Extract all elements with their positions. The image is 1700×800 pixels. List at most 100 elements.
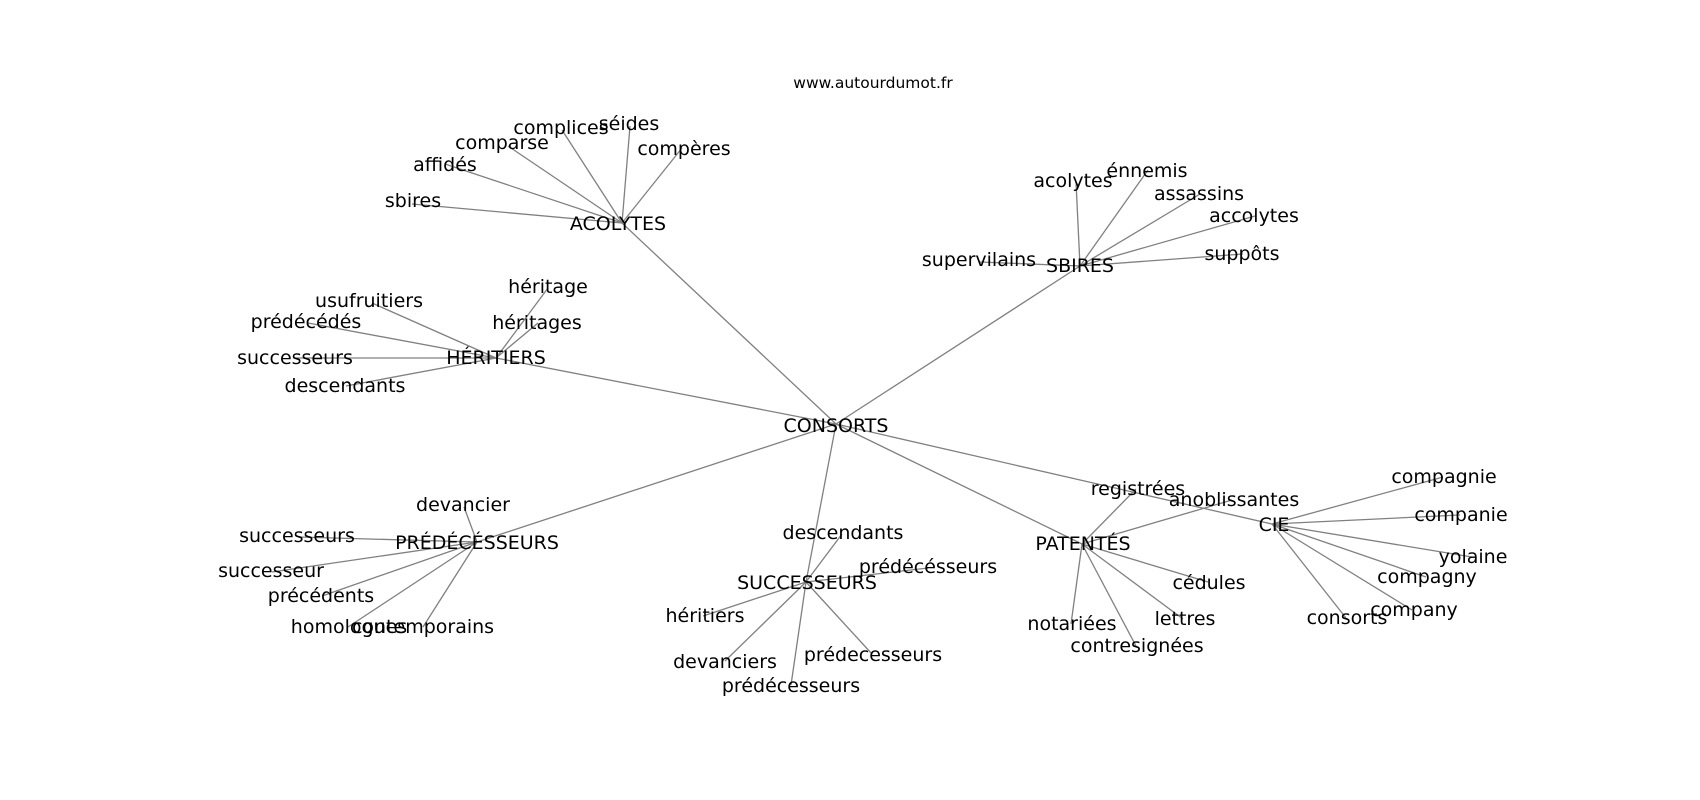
edge-successeurs-heritiers — [702, 581, 807, 617]
edge-sbires-ennemis — [1079, 169, 1149, 267]
hub-heritiers: HÉRITIERS — [446, 346, 546, 369]
edge-acolytes-comperes — [621, 147, 683, 224]
edge-cie-compagnie — [1271, 476, 1444, 525]
hub-patentes: PATENTÉS — [1035, 532, 1130, 555]
edge-sbires-accolytes — [1079, 215, 1256, 267]
edge-root-cie — [835, 423, 1273, 525]
edge-heritiers-descendants — [345, 357, 497, 387]
leaf-registrees: registrées — [1091, 478, 1185, 500]
leaf-successeur: successeur — [218, 560, 324, 582]
hub-predecesseurs: PRÉDÉCÉSSEURS — [395, 531, 559, 554]
leaf-usufruitiers: usufruitiers — [315, 290, 423, 312]
leaf-seides: séides — [599, 113, 660, 135]
leaf-company: company — [1370, 599, 1458, 621]
edge-predecesseurs-precedents — [321, 541, 478, 597]
leaf-predecesseurs-s3: prédécesseurs — [722, 675, 860, 697]
edge-patentes-notariees — [1070, 543, 1083, 625]
edge-cie-company — [1271, 523, 1413, 611]
edge-successeurs-devanciers — [724, 581, 807, 662]
edge-patentes-registrees — [1081, 488, 1137, 545]
leaf-devancier: devancier — [416, 494, 510, 516]
leaf-yolaine: yolaine — [1439, 546, 1508, 568]
edge-acolytes-affides — [444, 163, 623, 224]
leaf-notariees: notariées — [1027, 613, 1116, 635]
leaf-accolytes: accolytes — [1209, 205, 1299, 227]
edge-successeurs-descendants — [805, 533, 843, 583]
leaf-precedents: précédents — [268, 585, 374, 607]
edge-successeurs-predecesseurs-1 — [805, 567, 929, 583]
edge-sbires-supervilains — [979, 261, 1081, 267]
leaf-successeurs-p: successeurs — [239, 525, 355, 547]
hub-cie: CIE — [1259, 514, 1290, 536]
hub-sbires: SBIRES — [1046, 255, 1114, 277]
edge-root-heritiers — [495, 357, 837, 425]
leaf-contemporains: contemporains — [352, 616, 494, 638]
leaf-compagny: compagny — [1377, 566, 1477, 588]
leaf-heritage: héritage — [508, 276, 588, 298]
edge-heritiers-usufruitiers — [371, 302, 497, 359]
leaf-lettres: lettres — [1155, 608, 1216, 630]
edge-patentes-cedules — [1081, 543, 1209, 583]
edge-patentes-lettres — [1081, 543, 1184, 620]
leaf-consorts: consorts — [1307, 607, 1388, 629]
leaf-complices: complices — [513, 117, 608, 139]
leaf-heritages: héritages — [492, 312, 582, 334]
edge-sbires-assassins — [1079, 193, 1201, 267]
leaf-affides: affidés — [413, 154, 477, 176]
leaf-companie: companie — [1414, 504, 1507, 526]
leaf-contresignees: contresignées — [1070, 635, 1203, 657]
edge-root-predecesseurs — [476, 423, 837, 543]
edge-heritiers-predecedes — [307, 322, 497, 359]
edge-cie-companie — [1271, 514, 1461, 525]
edge-cie-compagny — [1271, 523, 1427, 578]
edge-root-acolytes — [621, 222, 837, 425]
leaf-descendants-s: descendants — [783, 522, 904, 544]
leaf-predecesseurs-s2: prédecesseurs — [804, 644, 942, 666]
watermark: www.autourdumot.fr — [793, 74, 953, 92]
edges — [271, 125, 1473, 686]
edge-cie-yolaine — [1271, 523, 1473, 558]
root-node: CONSORTS — [784, 415, 889, 437]
edge-predecesseurs-homologues — [347, 541, 478, 628]
leaf-homologues: homologues — [291, 616, 407, 638]
leaf-ennemis: énnemis — [1106, 160, 1187, 182]
leaf-predecedes: prédécédés — [251, 311, 362, 333]
leaf-comperes: compères — [637, 138, 730, 160]
leaf-sbires: sbires — [385, 190, 441, 212]
leaf-suppots: suppôts — [1204, 243, 1279, 265]
leaf-predecesseurs-s1: prédécésseurs — [859, 556, 997, 578]
edge-successeurs-predecesseurs-2 — [805, 581, 873, 655]
leaf-compagnie: compagnie — [1391, 466, 1496, 488]
leaf-comparse: comparse — [455, 132, 549, 154]
edge-predecesseurs-successeurs — [297, 536, 478, 543]
edge-sbires-acolytes — [1075, 181, 1081, 267]
leaf-devanciers: devanciers — [673, 651, 777, 673]
edge-predecesseurs-devancier — [463, 506, 478, 543]
edge-predecesseurs-successeur — [271, 541, 478, 573]
edge-root-patentes — [835, 423, 1083, 545]
hub-acolytes: ACOLYTES — [570, 213, 666, 235]
leaf-supervilains: supervilains — [922, 249, 1036, 271]
edge-heritiers-heritages — [495, 322, 539, 359]
edge-patentes-anoblissantes — [1081, 499, 1233, 545]
edge-predecesseurs-contemporains — [422, 541, 478, 628]
edge-patentes-contresignees — [1081, 543, 1137, 647]
edge-acolytes-seides — [621, 125, 631, 224]
leaf-heritiers-s: héritiers — [666, 605, 745, 627]
leaf-cedules: cédules — [1172, 572, 1245, 594]
leaf-acolytes: acolytes — [1033, 170, 1112, 192]
edge-root-sbires — [835, 265, 1081, 425]
edge-root-successeurs — [805, 423, 837, 583]
leaf-successeurs-h: successeurs — [237, 347, 353, 369]
edge-cie-consorts — [1271, 523, 1347, 619]
labels: www.autourdumot.fr CONSORTS ACOLYTES com… — [218, 74, 1508, 697]
leaf-assassins: assassins — [1154, 183, 1244, 205]
edge-acolytes-complices — [561, 129, 623, 224]
edge-acolytes-sbires — [411, 203, 623, 224]
leaf-descendants-h: descendants — [285, 375, 406, 397]
edge-acolytes-comparse — [507, 145, 623, 224]
edge-heritiers-heritage — [495, 287, 549, 359]
edge-successeurs-predecesseurs-3 — [790, 581, 807, 686]
leaf-anoblissantes: anoblissantes — [1169, 489, 1299, 511]
